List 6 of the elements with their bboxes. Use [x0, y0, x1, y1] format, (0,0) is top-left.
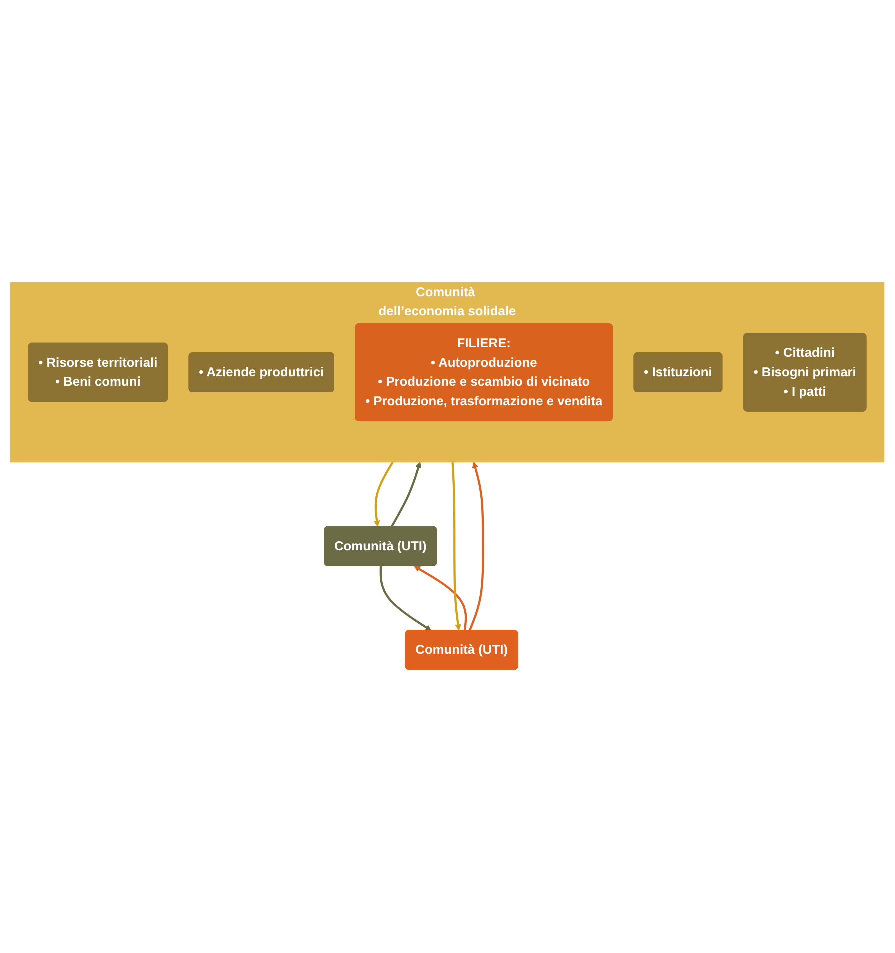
arrow: [452, 462, 462, 631]
arrow: [414, 566, 468, 632]
arrow: [391, 462, 422, 528]
arrow: [468, 462, 484, 632]
arrow: [374, 462, 394, 528]
arrow: [380, 566, 432, 632]
